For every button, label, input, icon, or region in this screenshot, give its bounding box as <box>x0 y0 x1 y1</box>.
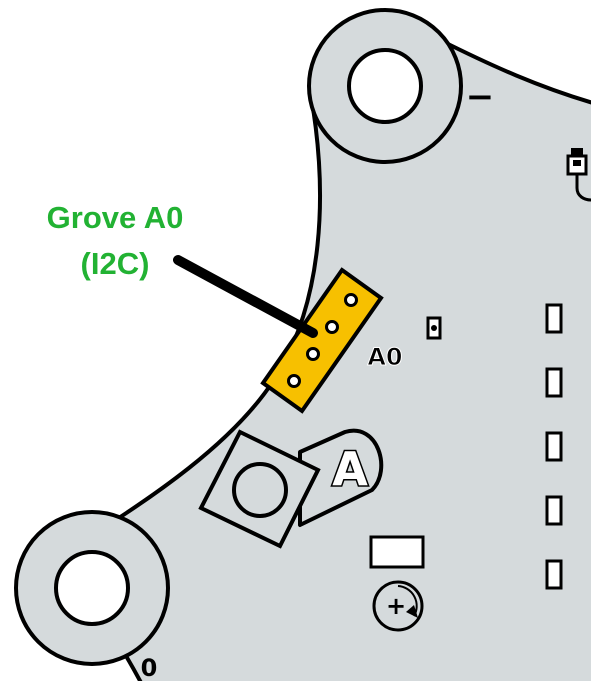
callout-line-2: (I2C) <box>80 246 150 281</box>
reset-dial-icon <box>372 580 424 632</box>
via-pad <box>426 316 442 340</box>
button-a-cap <box>232 462 288 518</box>
pin-2 <box>325 320 339 334</box>
minus-mark: − <box>466 77 495 117</box>
grove-connector[interactable] <box>260 267 384 414</box>
led-column <box>545 303 563 590</box>
led-1 <box>545 303 563 334</box>
plus-mark: + <box>386 592 406 620</box>
callout-line-1: Grove A0 <box>46 200 184 235</box>
led-3 <box>545 431 563 462</box>
button-a[interactable] <box>198 428 384 549</box>
usb-icon <box>566 148 591 202</box>
corner-label: 0 <box>141 654 158 681</box>
mounting-hole-top <box>307 8 463 164</box>
led-5 <box>545 559 563 590</box>
pin-1 <box>344 293 358 307</box>
led-2 <box>545 367 563 398</box>
callout-title: Grove A0 <box>20 198 210 238</box>
button-a-tab <box>298 428 384 527</box>
mounting-hole-bottom <box>14 510 170 666</box>
port-label: A0 <box>367 343 402 371</box>
rect-pad <box>369 535 425 569</box>
pin-3 <box>306 347 320 361</box>
button-a-label: A <box>332 442 368 496</box>
pin-4 <box>287 374 301 388</box>
led-4 <box>545 495 563 526</box>
callout-leader <box>173 255 318 338</box>
callout-subtitle: (I2C) <box>20 244 210 284</box>
